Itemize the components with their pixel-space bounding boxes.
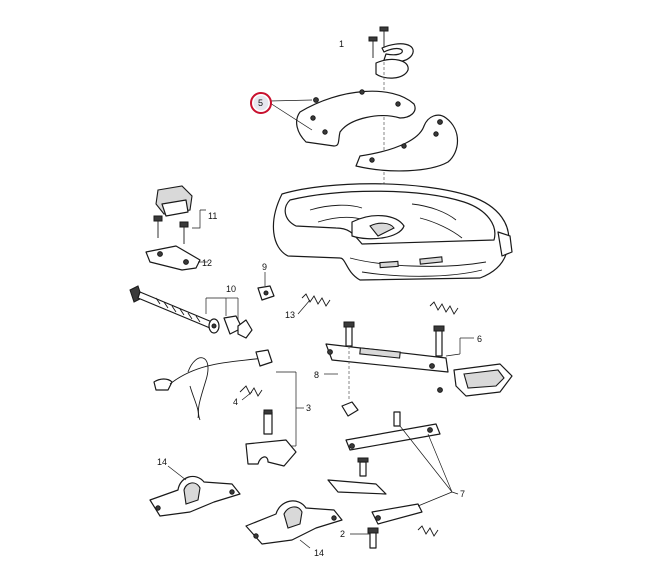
part-10-long-bolt-kit [129, 285, 253, 339]
callout-2[interactable]: 2 [340, 529, 345, 539]
part-13-spring [297, 293, 331, 315]
part-4-release-cable [153, 349, 273, 421]
callout-6[interactable]: 6 [477, 334, 482, 344]
part-14-bracket-right [245, 500, 343, 549]
callout-5-highlight-fill [253, 95, 269, 111]
callout-13[interactable]: 13 [285, 310, 295, 320]
callout-14-upper[interactable]: 14 [157, 457, 167, 467]
callout-9[interactable]: 9 [262, 262, 267, 272]
part-14-bracket-left [149, 465, 241, 517]
callout-5-highlight-ring[interactable] [250, 92, 272, 114]
lower-wear-plate [355, 114, 459, 172]
part-1-bolts-and-clip [368, 26, 414, 220]
callout-11[interactable]: 11 [208, 211, 217, 221]
part-8-slider-bar [324, 321, 449, 417]
part-5-wear-plate [269, 89, 416, 147]
part-12-base-bracket [145, 245, 208, 271]
part-9-small-pin [257, 272, 275, 301]
callout-3[interactable]: 3 [306, 403, 311, 413]
part-6-pull-handle [429, 301, 513, 397]
part-2-bottom-bolt [350, 527, 379, 549]
part-11-handle-housing [153, 185, 206, 244]
fifth-wheel-top-plate [272, 183, 513, 281]
callout-5[interactable]: 5 [258, 98, 263, 108]
part-3-locking-jaw [245, 371, 304, 467]
part-7-lower-linkage [327, 411, 459, 537]
callout-10[interactable]: 10 [226, 284, 236, 294]
callout-1[interactable]: 1 [339, 39, 344, 49]
callout-14-lower[interactable]: 14 [314, 548, 324, 558]
callout-12[interactable]: 12 [202, 258, 212, 268]
callout-4[interactable]: 4 [233, 397, 238, 407]
callout-8[interactable]: 8 [314, 370, 319, 380]
callout-7[interactable]: 7 [460, 489, 465, 499]
